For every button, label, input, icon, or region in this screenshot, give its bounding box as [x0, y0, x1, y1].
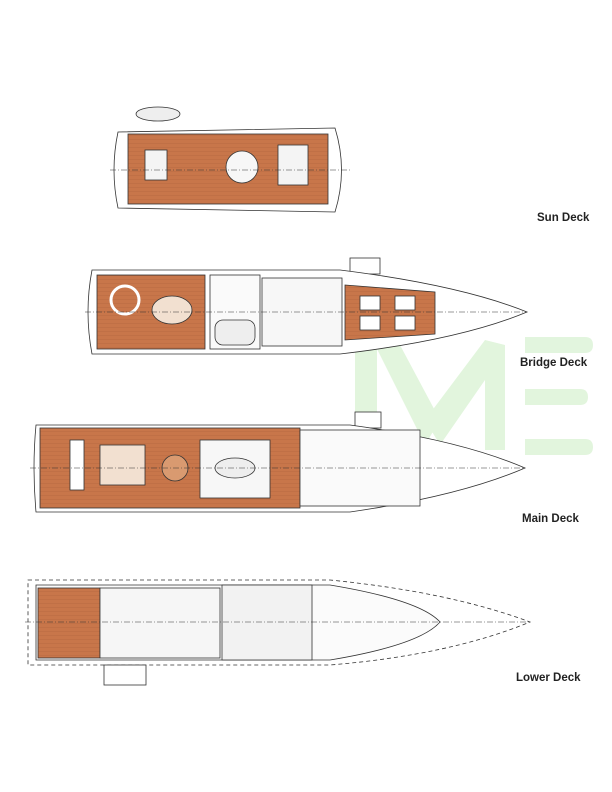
bridge-deck-label: Bridge Deck [520, 357, 588, 369]
lower-deck-label: Lower Deck [516, 672, 581, 684]
tender-icon [135, 106, 181, 122]
sun-deck-label: Sun Deck [537, 212, 590, 224]
bridge-deck-plan [85, 257, 529, 355]
main-deck-label: Main Deck [522, 513, 579, 525]
main-deck-plan [30, 411, 527, 513]
lower-deck-plan [25, 579, 532, 686]
sun-deck-plan [110, 106, 350, 213]
